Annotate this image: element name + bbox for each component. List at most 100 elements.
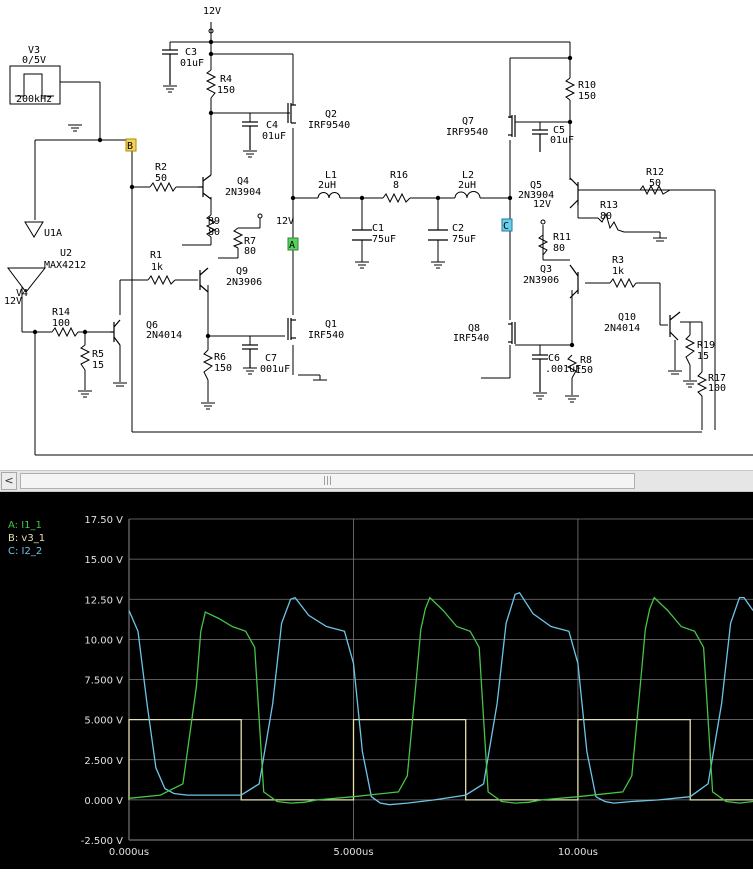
pulse-source-v3[interactable]: V3 0/5V 200kHz xyxy=(9,45,61,105)
component-value-c5: 01uF xyxy=(550,135,574,146)
component-name-q1: Q1 xyxy=(325,319,337,330)
component-name-r19: R19 xyxy=(697,340,715,351)
component-value-r13: 80 xyxy=(600,211,612,222)
component-name-r4: R4 xyxy=(220,74,232,85)
y-tick-label: 15.00 V xyxy=(84,555,123,566)
scroll-thumb[interactable]: ||| xyxy=(20,473,635,489)
component-value-q2: IRF9540 xyxy=(308,120,350,131)
component-name-l2: L2 xyxy=(462,170,474,181)
component-value-r6: 150 xyxy=(214,363,232,374)
component-name-c6: C6 xyxy=(548,353,560,364)
component-name-q8: Q8 xyxy=(468,323,480,334)
junctions xyxy=(32,39,575,348)
supply-label-12v-a: 12V xyxy=(276,216,294,227)
component-value-c1: 75uF xyxy=(372,234,396,245)
component-value-c2: 75uF xyxy=(452,234,476,245)
y-tick-label: 5.000 V xyxy=(84,716,123,727)
waveform-chart: 17.50 V15.00 V12.50 V10.00 V7.500 V5.000… xyxy=(8,515,753,858)
component-value-l2: 2uH xyxy=(458,180,476,191)
component-name-c5: C5 xyxy=(553,125,565,136)
component-name-c1: C1 xyxy=(372,223,384,234)
u2-value: MAX4212 xyxy=(44,260,86,271)
node-b-label: B xyxy=(127,141,133,152)
component-value-r1: 1k xyxy=(151,262,163,273)
component-value-r11: 80 xyxy=(553,243,565,254)
node-marker-c[interactable]: C xyxy=(501,218,513,232)
component-value-r2: 50 xyxy=(155,173,167,184)
v4-label: V4 xyxy=(16,288,28,299)
u1a-label: U1A xyxy=(44,228,62,239)
ground-symbols xyxy=(68,85,697,410)
y-tick-label: 17.50 V xyxy=(84,515,123,526)
component-name-q2: Q2 xyxy=(325,109,337,120)
component-value-c6: .001uF xyxy=(545,364,581,375)
component-value-q10: 2N4014 xyxy=(604,323,640,334)
component-name-l1: L1 xyxy=(325,170,337,181)
component-name-q10: Q10 xyxy=(618,312,636,323)
component-name-r7: R7 xyxy=(244,236,256,247)
component-name-r3: R3 xyxy=(612,255,624,266)
component-value-c4: 01uF xyxy=(262,131,286,142)
component-value-c7: 001uF xyxy=(260,364,290,375)
capacitor-symbols xyxy=(162,49,548,392)
node-marker-b[interactable]: B xyxy=(125,138,137,152)
component-name-q9: Q9 xyxy=(236,266,248,277)
component-name-r14: R14 xyxy=(52,307,70,318)
y-tick-label: 12.50 V xyxy=(84,595,123,606)
u2-name: U2 xyxy=(60,248,72,259)
component-value-r9: 80 xyxy=(208,227,220,238)
component-value-r16: 8 xyxy=(393,180,399,191)
component-name-r9: R9 xyxy=(208,216,220,227)
component-name-r12: R12 xyxy=(646,167,664,178)
schematic-canvas[interactable]: V3 0/5V 200kHz U1A U2 MAX4212 V4 12V 12V… xyxy=(0,0,753,458)
component-value-r19: 15 xyxy=(697,351,709,362)
node-marker-a[interactable]: A xyxy=(287,237,299,251)
component-value-r17: 100 xyxy=(708,383,726,394)
opamp-u1a[interactable]: U1A U2 MAX4212 V4 12V xyxy=(4,221,86,307)
scroll-left-arrow-button[interactable]: < xyxy=(1,472,17,490)
component-value-q3: 2N3906 xyxy=(523,275,559,286)
y-axis-ticks: 17.50 V15.00 V12.50 V10.00 V7.500 V5.000… xyxy=(81,515,123,847)
x-tick-label: 10.00us xyxy=(558,847,598,858)
v3-freq: 200kHz xyxy=(16,94,52,105)
component-value-q9: 2N3906 xyxy=(226,277,262,288)
x-tick-label: 0.000us xyxy=(109,847,149,858)
v3-value: 0/5V xyxy=(22,55,46,66)
transistor-symbols xyxy=(110,103,681,346)
series-line-c xyxy=(128,592,753,806)
inductor-symbols xyxy=(317,191,481,199)
component-value-l1: 2uH xyxy=(318,180,336,191)
x-axis-ticks: 0.000us 5.000us 10.00us xyxy=(109,847,598,858)
component-name-c3: C3 xyxy=(185,47,197,58)
component-name-r5: R5 xyxy=(92,349,104,360)
supply-label-12v-c: 12V xyxy=(533,199,551,210)
y-tick-label: -2.500 V xyxy=(81,836,123,847)
y-tick-label: 10.00 V xyxy=(84,635,123,646)
component-value-c3: 01uF xyxy=(180,58,204,69)
node-c-label: C xyxy=(503,221,509,232)
component-name-c7: C7 xyxy=(265,353,277,364)
component-name-r2: R2 xyxy=(155,162,167,173)
component-value-q4: 2N3904 xyxy=(225,187,261,198)
component-value-q8: IRF540 xyxy=(453,333,489,344)
legend: A: I1_1B: v3_1C: I2_2 xyxy=(8,520,45,557)
series-line-b xyxy=(128,718,753,801)
component-value-r3: 1k xyxy=(612,266,624,277)
component-name-c2: C2 xyxy=(452,223,464,234)
legend-entry-c: C: I2_2 xyxy=(8,546,42,557)
component-name-r17: R17 xyxy=(708,373,726,384)
component-value-r4: 150 xyxy=(217,85,235,96)
component-name-r1: R1 xyxy=(150,250,162,261)
component-name-r16: R16 xyxy=(390,170,408,181)
resistor-symbols xyxy=(51,69,708,397)
circuit-diagram: V3 0/5V 200kHz U1A U2 MAX4212 V4 12V 12V… xyxy=(4,6,753,456)
component-value-r10: 150 xyxy=(578,91,596,102)
v3-name: V3 xyxy=(28,45,40,56)
series-line-a xyxy=(128,596,753,804)
x-tick-label: 5.000us xyxy=(333,847,373,858)
component-name-q6: Q6 xyxy=(146,320,158,331)
component-value-q1: IRF540 xyxy=(308,330,344,341)
horizontal-scrollbar[interactable]: < ||| xyxy=(0,470,753,492)
